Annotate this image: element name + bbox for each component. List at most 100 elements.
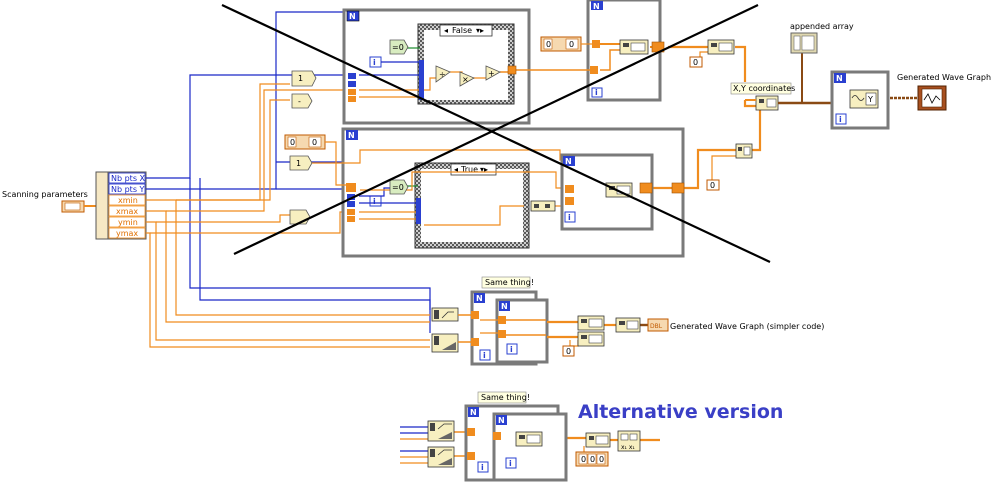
svg-text:i: i	[839, 115, 842, 124]
array-constant-alt[interactable]: 0 0 0	[575, 451, 609, 467]
shift-register-mid-out-2	[671, 182, 685, 194]
unbundle-by-name[interactable]: Nb pts X Nb pts Y xmin xmax ymin ymax	[95, 171, 147, 240]
svg-text:Y: Y	[867, 95, 873, 104]
svg-text:N: N	[476, 294, 483, 303]
multiply-node-top[interactable]: ×	[459, 71, 475, 87]
bundle-xy[interactable]	[755, 95, 779, 111]
equals-zero-node-mid[interactable]: =0	[389, 179, 409, 195]
array-constant-middle[interactable]: 0 0	[284, 134, 326, 150]
svg-text:×: ×	[462, 75, 469, 84]
add-node-top[interactable]: +	[485, 65, 501, 81]
shift-register-mid-inner	[565, 185, 574, 193]
svg-text:◂: ◂	[444, 26, 448, 35]
alternative-version-title: Alternative version	[578, 401, 783, 423]
scanning-parameters-control[interactable]	[61, 200, 85, 213]
tunnel-mid-1	[347, 194, 355, 200]
svg-text:i: i	[595, 88, 598, 97]
svg-text:0: 0	[546, 40, 551, 49]
svg-text:i: i	[568, 213, 571, 222]
subtract-one-node-mid[interactable]: 1	[289, 155, 313, 171]
svg-text:+: +	[488, 69, 495, 78]
build-array-top-2[interactable]	[707, 39, 735, 55]
tunnel-mid-4	[347, 216, 355, 222]
tunnel-in-top-4	[348, 96, 356, 102]
svg-text:◂: ◂	[454, 165, 458, 174]
svg-text:i: i	[481, 463, 484, 472]
for-loop-alt-inner[interactable]: N i	[492, 412, 568, 482]
tunnel-out-top	[507, 65, 517, 75]
tunnel-mid-3	[347, 209, 355, 215]
loop-n-terminal: N	[349, 12, 356, 21]
svg-text:N: N	[565, 157, 572, 166]
build-array-simple-2[interactable]	[577, 331, 605, 347]
svg-text:Same thing!: Same thing!	[481, 393, 530, 402]
bundle-item-ymax: ymax	[116, 229, 138, 238]
svg-text:0: 0	[290, 138, 295, 147]
dbl-indicator: DBL	[647, 318, 669, 332]
zero-constant-mid[interactable]: 0	[706, 179, 720, 191]
tunnel-simple-2	[471, 338, 479, 346]
cross-out-lines	[221, 4, 771, 263]
subtract-node-top[interactable]: -	[291, 93, 313, 109]
build-array-mid-2[interactable]	[735, 143, 753, 159]
svg-text:0: 0	[581, 455, 586, 464]
subtract-one-node-top[interactable]: 1	[291, 70, 317, 87]
same-thing-label-1: Same thing!	[481, 276, 534, 289]
tunnel-mid-inner	[565, 197, 574, 205]
equals-zero-node-top[interactable]: =0	[389, 39, 409, 55]
svg-text:x₁ x₁: x₁ x₁	[621, 444, 635, 451]
case-tunnels-top	[419, 60, 424, 100]
tunnel-simple-3	[498, 316, 506, 324]
for-loop-simple-inner[interactable]: N i	[495, 298, 549, 364]
svg-text:DBL: DBL	[650, 323, 663, 330]
waveform-build-node[interactable]: Y	[849, 89, 879, 109]
tunnel-top-right-in	[590, 66, 598, 74]
wires-simple	[458, 314, 648, 347]
svg-text:N: N	[470, 408, 477, 417]
zero-constant-top[interactable]: 0	[689, 56, 703, 68]
generated-wave-graph-indicator	[917, 85, 947, 111]
svg-text:N: N	[498, 416, 505, 425]
svg-text:-: -	[298, 97, 301, 106]
tunnel-in-top-1	[348, 73, 356, 79]
ramp-node-2[interactable]	[431, 333, 459, 353]
build-array-alt-1[interactable]	[515, 431, 543, 447]
shift-register-mid	[346, 183, 356, 192]
build-array-top-1[interactable]	[619, 39, 649, 55]
svg-text:0: 0	[599, 455, 604, 464]
tunnel-alt-2	[467, 452, 475, 460]
build-array-alt-2[interactable]	[585, 432, 611, 448]
tunnel-in-top-3	[348, 89, 356, 95]
scanning-parameters-label: Scanning parameters	[2, 190, 88, 199]
svg-text:▾▸: ▾▸	[480, 165, 488, 174]
svg-text:▾▸: ▾▸	[476, 26, 484, 35]
ramp-node-alt-2[interactable]	[427, 446, 455, 468]
divide-node-top[interactable]: ÷	[435, 65, 451, 83]
build-cluster-mid[interactable]	[530, 200, 556, 212]
ramp-node-1[interactable]	[431, 307, 459, 322]
svg-text:=0: =0	[392, 183, 404, 192]
shift-register-mid-out	[639, 182, 653, 194]
bundle-item-ymin: ymin	[118, 218, 138, 227]
bundle-item-nb-pts-y: Nb pts Y	[111, 185, 145, 194]
bundle-item-xmin: xmin	[118, 196, 138, 205]
svg-text:i: i	[510, 345, 513, 354]
transpose-node-alt[interactable]: x₁ x₁	[617, 430, 641, 452]
case-structure-top[interactable]: ◂ False ▾▸	[417, 23, 515, 105]
svg-text:N: N	[836, 74, 843, 83]
zero-constant-simple[interactable]: 0	[562, 345, 575, 357]
array-constant-top[interactable]: 0 0	[540, 36, 582, 52]
svg-text:1: 1	[296, 159, 301, 168]
case-tunnels-mid	[416, 198, 421, 224]
build-array-simple-3[interactable]	[615, 317, 641, 333]
ramp-node-alt-1[interactable]	[427, 420, 455, 442]
generated-wave-graph-label: Generated Wave Graph	[897, 73, 991, 82]
loop-i-terminal: i	[373, 58, 376, 67]
svg-text:0: 0	[312, 138, 317, 147]
svg-text:÷: ÷	[439, 70, 446, 79]
svg-text:0: 0	[693, 58, 698, 67]
svg-text:=0: =0	[392, 43, 404, 52]
build-array-simple-1[interactable]	[577, 315, 605, 331]
xy-coordinates-label: X,Y coordinates	[730, 82, 795, 95]
